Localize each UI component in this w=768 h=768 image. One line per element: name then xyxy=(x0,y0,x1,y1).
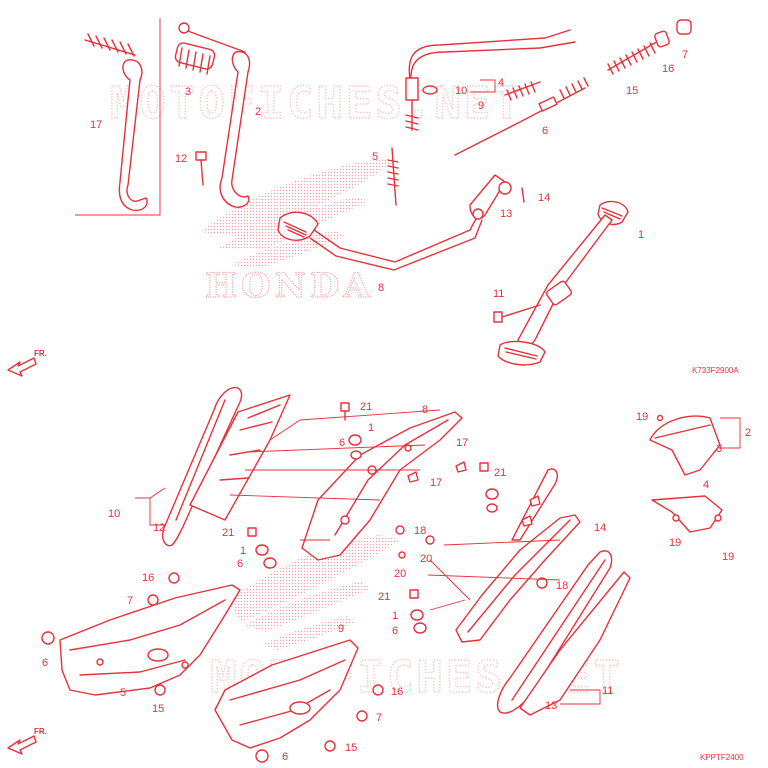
callout: 15 xyxy=(152,703,164,715)
part-14-cotter-pin xyxy=(521,187,525,203)
callout: 4 xyxy=(498,77,504,89)
callout: 11 xyxy=(602,685,613,697)
callout: 1 xyxy=(392,610,398,622)
part-11-bolt xyxy=(493,304,541,323)
callout: 17 xyxy=(430,477,442,489)
inset-frame xyxy=(75,18,161,216)
part-3-rubber-grip xyxy=(174,42,216,75)
callout: 16 xyxy=(662,63,674,75)
part-5-spring xyxy=(387,147,399,206)
callout: 13 xyxy=(500,208,512,220)
callout: 19 xyxy=(636,411,648,423)
fr-label-lower: FR. xyxy=(34,727,47,736)
callout: 14 xyxy=(594,522,606,534)
callout: 1 xyxy=(240,545,246,557)
callout: 20 xyxy=(394,568,406,580)
callout: 12 xyxy=(153,522,165,534)
callout: 6 xyxy=(237,558,243,570)
callout: 6 xyxy=(42,657,48,669)
callout: 2 xyxy=(255,106,261,118)
part-1-pedal xyxy=(497,200,629,366)
part-10-left-inner-panel xyxy=(189,394,291,521)
part-3-small-cover xyxy=(649,415,721,476)
callout: 5 xyxy=(372,151,378,163)
callout: 18 xyxy=(556,580,568,592)
hardware-lower xyxy=(41,402,722,763)
callout: 2 xyxy=(745,427,751,439)
callout: 7 xyxy=(127,595,133,607)
honda-wing-logo-lower xyxy=(230,535,400,650)
part-8-frame-cover xyxy=(301,411,463,561)
callout: 17 xyxy=(90,119,102,131)
part-9-spring xyxy=(504,81,541,101)
callout: 13 xyxy=(545,700,557,712)
part-12-bolt xyxy=(195,151,207,186)
callout: 7 xyxy=(682,49,688,61)
part-6-rod xyxy=(454,77,589,156)
callout: 4 xyxy=(703,479,709,491)
callout: 21 xyxy=(222,527,234,539)
callout: 12 xyxy=(175,153,187,165)
callout: 6 xyxy=(339,437,345,449)
callout: 19 xyxy=(722,551,734,563)
part-13-right-side-cover xyxy=(496,550,631,716)
callout: 1 xyxy=(368,422,374,434)
leader-lines xyxy=(135,79,741,705)
callouts-lower: 21 1 6 8 17 21 17 10 12 21 1 6 18 20 14 … xyxy=(42,401,751,763)
diagram-code-lower: KPPTF2400 xyxy=(700,753,744,762)
part-10-clip xyxy=(422,85,438,95)
callout: 19 xyxy=(669,537,681,549)
callout: 16 xyxy=(391,686,403,698)
part-2-gear-arm xyxy=(178,22,251,208)
honda-wing-logo-upper: HONDA xyxy=(200,158,395,307)
part-13-washer xyxy=(498,181,512,195)
callout: 20 xyxy=(420,553,432,565)
part-15-spring xyxy=(607,39,661,75)
callout: 11 xyxy=(493,288,504,300)
callout: 18 xyxy=(414,525,426,537)
fr-arrow-lower: FR. xyxy=(7,727,47,755)
part-7-cap xyxy=(676,19,692,35)
part-17-gear-pedal xyxy=(84,33,148,212)
callout: 17 xyxy=(456,437,468,449)
callout: 16 xyxy=(142,572,154,584)
callout: 21 xyxy=(360,401,372,413)
fr-arrow-upper: FR. xyxy=(7,349,47,377)
watermark-top: MOTOFICHES.NET xyxy=(110,78,523,129)
part-4-small-cover xyxy=(651,495,723,533)
honda-wordmark: HONDA xyxy=(205,266,374,306)
callout: 8 xyxy=(378,282,384,294)
callout: 6 xyxy=(542,125,548,137)
callout: 15 xyxy=(626,85,638,97)
callout: 9 xyxy=(478,100,484,112)
callout: 10 xyxy=(455,85,467,97)
callout: 6 xyxy=(392,625,398,637)
part-9-lower-center-cover xyxy=(214,639,359,749)
callout: 6 xyxy=(282,751,288,763)
callout: 10 xyxy=(108,508,120,520)
callout: 21 xyxy=(378,591,390,603)
callouts-upper: 17 3 2 12 5 4 10 9 6 16 7 15 13 14 8 1 1… xyxy=(90,49,688,300)
callout: 9 xyxy=(338,623,344,635)
callout: 7 xyxy=(376,712,382,724)
callout: 8 xyxy=(422,404,428,416)
part-5-lower-left-cover xyxy=(59,584,241,696)
part-8-brake-pedal xyxy=(277,174,506,271)
diagram-code-upper: K733F2900A xyxy=(692,366,739,375)
fr-label-upper: FR. xyxy=(34,349,47,358)
callout: 3 xyxy=(716,443,722,455)
callout: 1 xyxy=(638,229,644,241)
callout: 5 xyxy=(120,687,126,699)
part-16-pin xyxy=(654,30,670,48)
part-12-left-side-cover xyxy=(162,386,243,547)
callout: 15 xyxy=(345,742,357,754)
callout: 3 xyxy=(185,86,191,98)
part-4-brake-cable xyxy=(405,29,576,131)
callout: 14 xyxy=(538,192,550,204)
callout: 21 xyxy=(494,467,506,479)
